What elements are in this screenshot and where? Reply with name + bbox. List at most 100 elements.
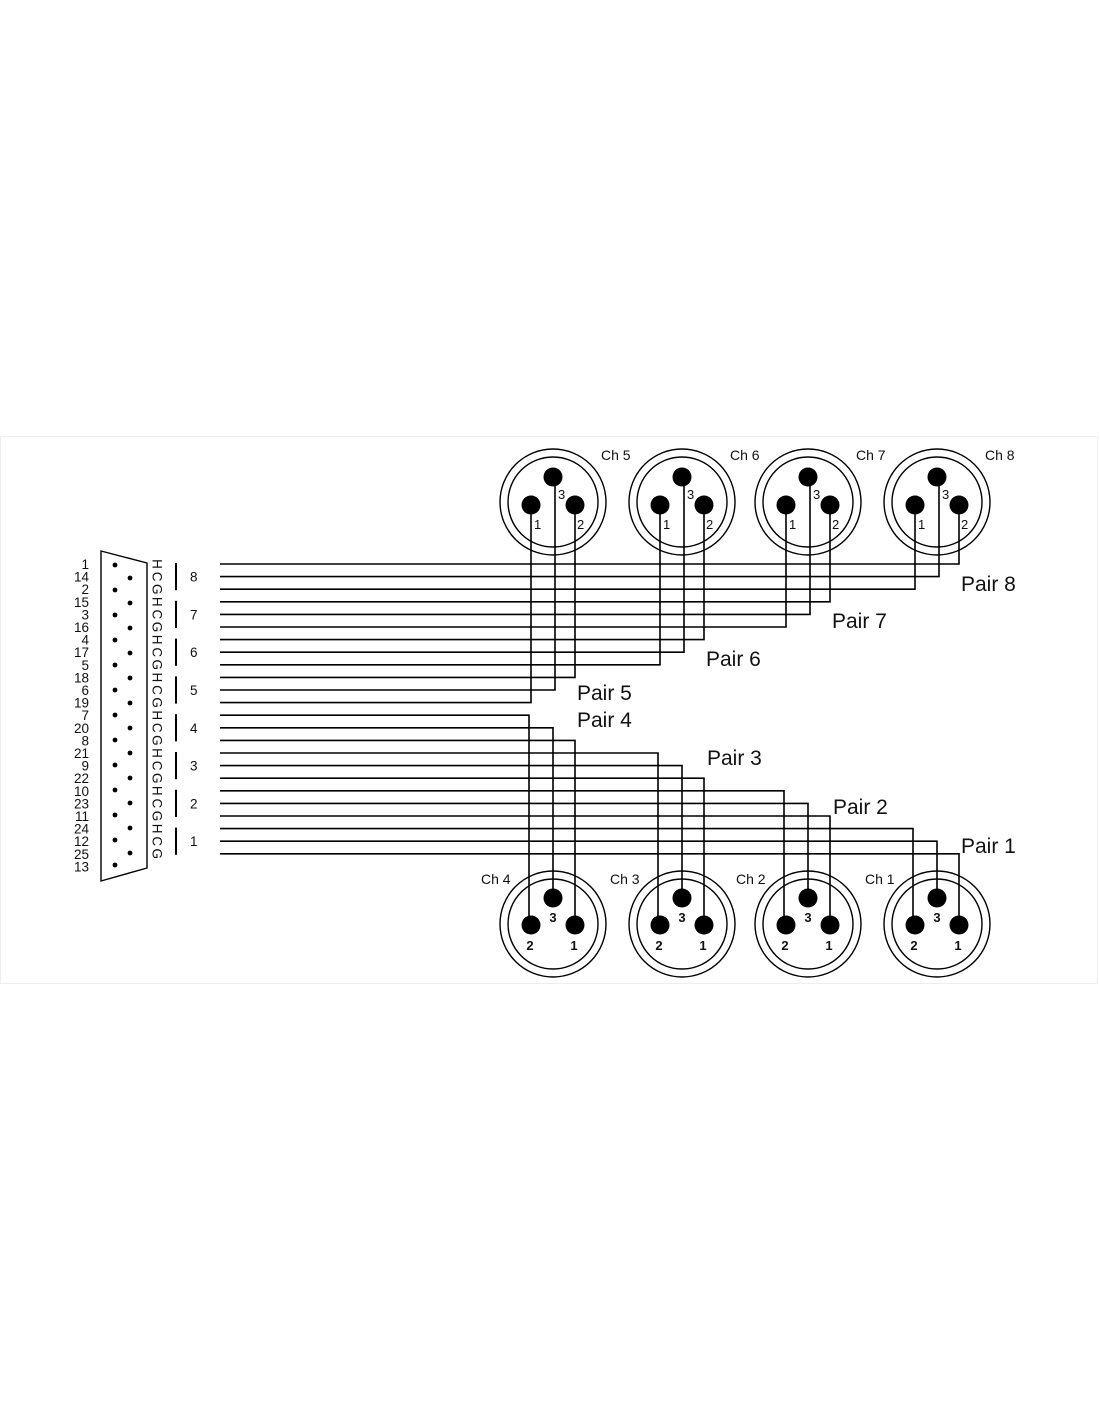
xlr-inner-ring — [507, 878, 599, 970]
wire-hot — [220, 789, 785, 925]
wire-code-label: G — [149, 849, 164, 860]
wire-code-label: C — [149, 610, 164, 620]
wire-code-label: G — [149, 773, 164, 784]
xlr-pin — [672, 888, 692, 908]
xlr-outer-ring — [628, 870, 736, 978]
pair-number: 1 — [190, 834, 198, 849]
wire-code-label: G — [149, 735, 164, 746]
db25-pin-number: 25 — [74, 847, 89, 862]
wire-code-label: H — [149, 824, 164, 834]
wire-hot — [220, 752, 659, 925]
xlr-pin — [776, 915, 796, 935]
db25-pin-dot — [112, 737, 118, 743]
db25-pin-dot — [127, 625, 133, 631]
db25-pin-dot — [127, 600, 133, 606]
wire-code-label: G — [149, 811, 164, 822]
db25-pin-number: 15 — [74, 595, 89, 610]
db25-pin-number: 21 — [74, 746, 89, 761]
pair-label: Pair 7 — [832, 610, 887, 633]
db25-pin-number: 19 — [74, 696, 89, 711]
wire-ground — [220, 852, 960, 925]
wire-code-label: C — [149, 761, 164, 771]
xlr-outer-ring — [883, 448, 991, 556]
db25-pin-dot — [112, 862, 118, 868]
db25-pin-dot — [112, 662, 118, 668]
xlr-outer-ring — [754, 448, 862, 556]
wire-cold — [220, 477, 556, 691]
db25-pin-number: 5 — [81, 658, 89, 673]
pair-number: 6 — [190, 645, 198, 660]
xlr-pin — [565, 495, 585, 515]
channel-label: Ch 3 — [610, 871, 640, 887]
wire-code-label: H — [149, 786, 164, 796]
xlr-pin-number: 2 — [781, 938, 788, 953]
xlr-pin-number: 3 — [549, 910, 556, 925]
pair-label: Pair 3 — [707, 747, 762, 770]
diagram-frame — [0, 436, 1098, 984]
wire-code-label: C — [149, 723, 164, 733]
channel-label: Ch 6 — [730, 447, 760, 463]
xlr-pin — [694, 495, 714, 515]
xlr-pin-number: 2 — [961, 517, 968, 532]
wire-hot — [220, 827, 914, 925]
pair-label: Pair 6 — [706, 648, 761, 671]
xlr-pin — [672, 467, 692, 487]
xlr-inner-ring — [891, 456, 983, 548]
xlr-pin-number: 3 — [942, 487, 949, 502]
wire-code-label: G — [149, 584, 164, 595]
db25-pin-number: 17 — [74, 645, 89, 660]
wire-code-label: G — [149, 697, 164, 708]
db25-pin-dot — [127, 650, 133, 656]
xlr-pin-number: 2 — [577, 517, 584, 532]
wire-hot — [220, 505, 831, 603]
wire-ground — [220, 777, 705, 925]
wire-code-label: H — [149, 710, 164, 720]
xlr-inner-ring — [636, 456, 728, 548]
xlr-inner-ring — [891, 878, 983, 970]
db25-pin-number: 20 — [74, 721, 89, 736]
xlr-outer-ring — [883, 870, 991, 978]
wire-code-label: H — [149, 559, 164, 569]
db25-pin-dot — [112, 712, 118, 718]
db25-pin-number: 24 — [74, 822, 90, 837]
db25-pin-number: 11 — [75, 809, 89, 824]
db25-pin-dot — [127, 800, 133, 806]
channel-label: Ch 7 — [856, 447, 886, 463]
xlr-pin-number: 1 — [954, 938, 961, 953]
xlr-pin-number: 1 — [570, 938, 577, 953]
wire-code-label: G — [149, 622, 164, 633]
xlr-outer-ring — [499, 870, 607, 978]
xlr-pin — [543, 467, 563, 487]
xlr-inner-ring — [762, 456, 854, 548]
xlr-pin-number: 2 — [655, 938, 662, 953]
db25-pin-dot — [127, 575, 133, 581]
pair-number: 5 — [190, 683, 198, 698]
db25-pin-dot — [112, 637, 118, 643]
wire-code-label: G — [149, 660, 164, 671]
db25-pin-number: 1 — [81, 557, 89, 572]
db25-pin-number: 7 — [81, 708, 89, 723]
db25-pin-dot — [127, 700, 133, 706]
wire-code-label: C — [149, 799, 164, 809]
xlr-pin — [905, 495, 925, 515]
xlr-pin — [521, 495, 541, 515]
db25-pin-number: 14 — [74, 570, 90, 585]
xlr-pin-number: 3 — [813, 487, 820, 502]
xlr-pin-number: 2 — [832, 517, 839, 532]
xlr-outer-ring — [754, 870, 862, 978]
wire-cold — [220, 477, 811, 616]
db25-pin-number: 2 — [81, 582, 89, 597]
xlr-outer-ring — [499, 448, 607, 556]
wire-hot — [220, 505, 576, 679]
db25-pin-dot — [112, 837, 118, 843]
pair-number: 4 — [190, 721, 198, 736]
xlr-inner-ring — [507, 456, 599, 548]
db25-pin-dot — [112, 762, 118, 768]
db25-pin-number: 18 — [74, 670, 89, 685]
db25-pin-dot — [112, 687, 118, 693]
pair-number: 3 — [190, 759, 198, 774]
xlr-pin-number: 1 — [663, 517, 670, 532]
xlr-pin — [820, 915, 840, 935]
pair-label: Pair 1 — [961, 835, 1016, 858]
wire-code-label: C — [149, 647, 164, 657]
